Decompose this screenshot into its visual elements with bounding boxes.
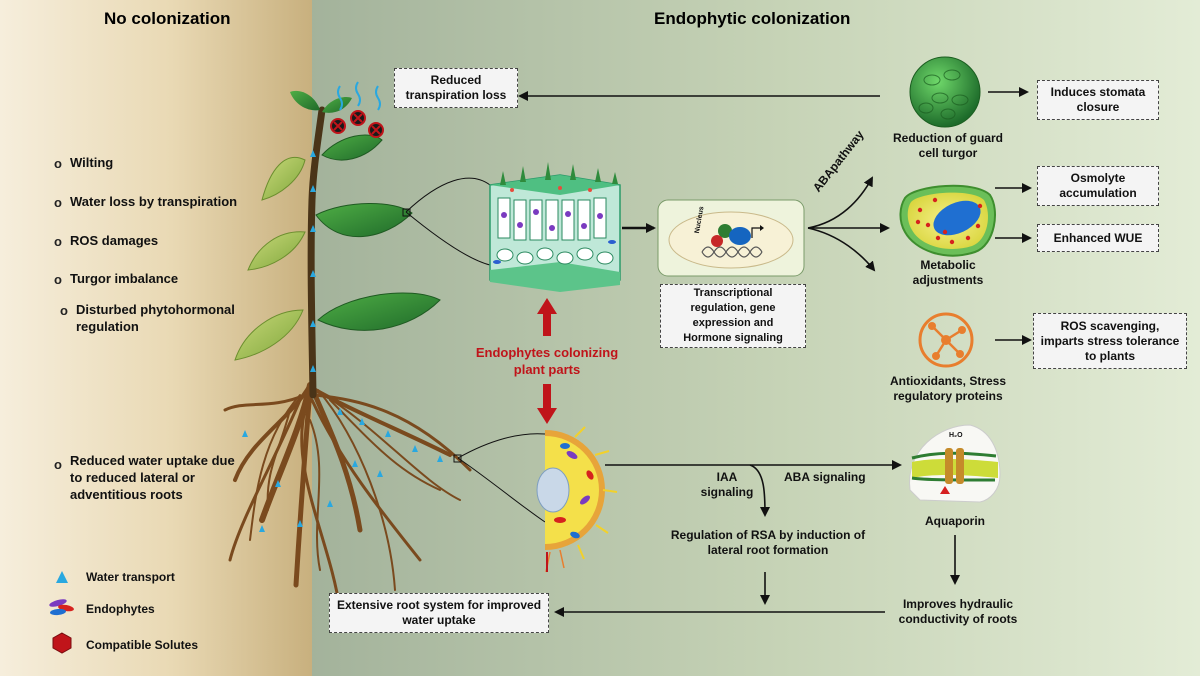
compatible-solutes-icon (52, 632, 72, 654)
label-antioxidants: Antioxidants, Stress regulatory proteins (889, 374, 1007, 403)
effect-bullet: o (54, 195, 62, 210)
plant-illustration (223, 81, 546, 612)
box-reduced-transpiration: Reduced transpiration loss (394, 68, 518, 108)
colonization-arrows (537, 298, 557, 424)
effect-bullet: o (54, 156, 62, 171)
box-ros-scavenging: ROS scavenging, imparts stress tolerance… (1033, 313, 1187, 369)
effect-ros-damages: ROS damages (70, 233, 159, 248)
water-transport-markers (242, 150, 443, 532)
effect-reduced-water-uptake: Reduced water uptake due to reduced late… (70, 453, 235, 502)
leaf-cross-section (489, 162, 621, 292)
box-extensive-root-system: Extensive root system for improved water… (329, 593, 549, 633)
box-osmolyte: Osmolyte accumulation (1037, 166, 1159, 206)
antioxidant-icon (918, 312, 974, 368)
label-rsa-regulation: Regulation of RSA by induction of latera… (670, 528, 866, 557)
effect-bullet: o (54, 272, 62, 287)
guard-cell-illustration (909, 56, 981, 128)
nucleus-illustration (657, 199, 805, 277)
effect-water-loss: Water loss by transpiration (70, 194, 238, 209)
label-iaa-signaling: IAA signaling (700, 470, 754, 499)
label-endophytes-colonizing: Endophytes colonizing plant parts (475, 345, 619, 377)
effect-wilting: Wilting (70, 155, 114, 170)
box-transcriptional: Transcriptional regulation, gene express… (660, 284, 806, 348)
label-h2o: H₂O (949, 432, 963, 439)
header-endophytic-colonization: Endophytic colonization (654, 9, 851, 28)
effect-turgor-imbalance: Turgor imbalance (70, 271, 179, 286)
endophytes-icon (49, 599, 74, 616)
header-no-colonization: No colonization (104, 9, 231, 28)
label-aquaporin: Aquaporin (925, 514, 985, 528)
effect-bullet: o (54, 234, 62, 249)
flow-arrows (518, 87, 1032, 617)
box-enhanced-wue: Enhanced WUE (1037, 224, 1159, 252)
label-guard-cell-turgor: Reduction of guard cell turgor (893, 131, 1003, 160)
metabolic-cell-illustration (899, 184, 996, 257)
box-stomata-closure: Induces stomata closure (1037, 80, 1159, 120)
aquaporin-illustration (909, 424, 1001, 503)
legend-water-transport: Water transport (86, 570, 175, 584)
root-cell-illustration (536, 426, 618, 573)
label-metabolic-adjustments: Metabolic adjustments (912, 258, 984, 287)
blocked-solute-markers (330, 110, 384, 138)
effect-phytohormonal: Disturbed phytohormonal regulation (76, 302, 235, 334)
legend-endophytes: Endophytes (86, 602, 155, 616)
effect-bullet: o (54, 457, 62, 472)
label-hydraulic-conductivity: Improves hydraulic conductivity of roots (898, 597, 1018, 626)
effect-bullet: o (60, 303, 68, 318)
label-aba-signaling: ABA signaling (784, 470, 866, 484)
water-transport-icon (56, 571, 68, 583)
legend-compatible-solutes: Compatible Solutes (86, 638, 199, 652)
